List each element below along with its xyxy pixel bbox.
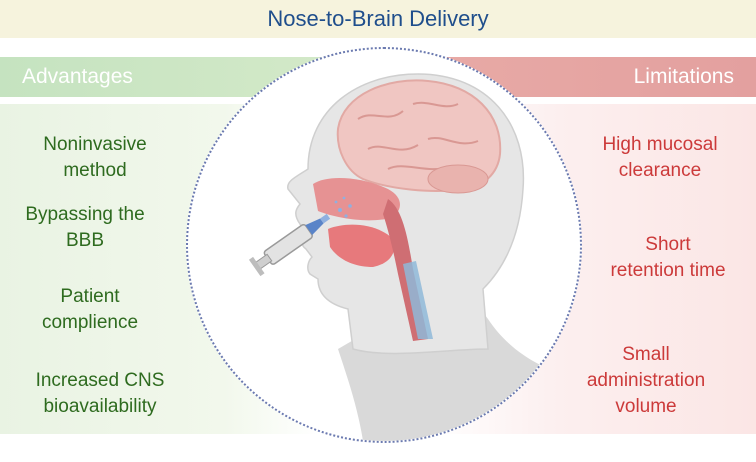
human-head-cross-section-icon: [287, 73, 580, 441]
head-illustration-circle: [186, 47, 582, 443]
limitations-header-label: Limitations: [633, 65, 734, 88]
brain-icon: [336, 79, 502, 194]
advantages-header: Advantages: [0, 57, 330, 97]
diagram-title: Nose-to-Brain Delivery: [267, 6, 489, 31]
nasal-spray-syringe-icon: [248, 196, 352, 277]
title-bar: Nose-to-Brain Delivery: [0, 0, 756, 38]
advantages-header-label: Advantages: [22, 65, 133, 88]
